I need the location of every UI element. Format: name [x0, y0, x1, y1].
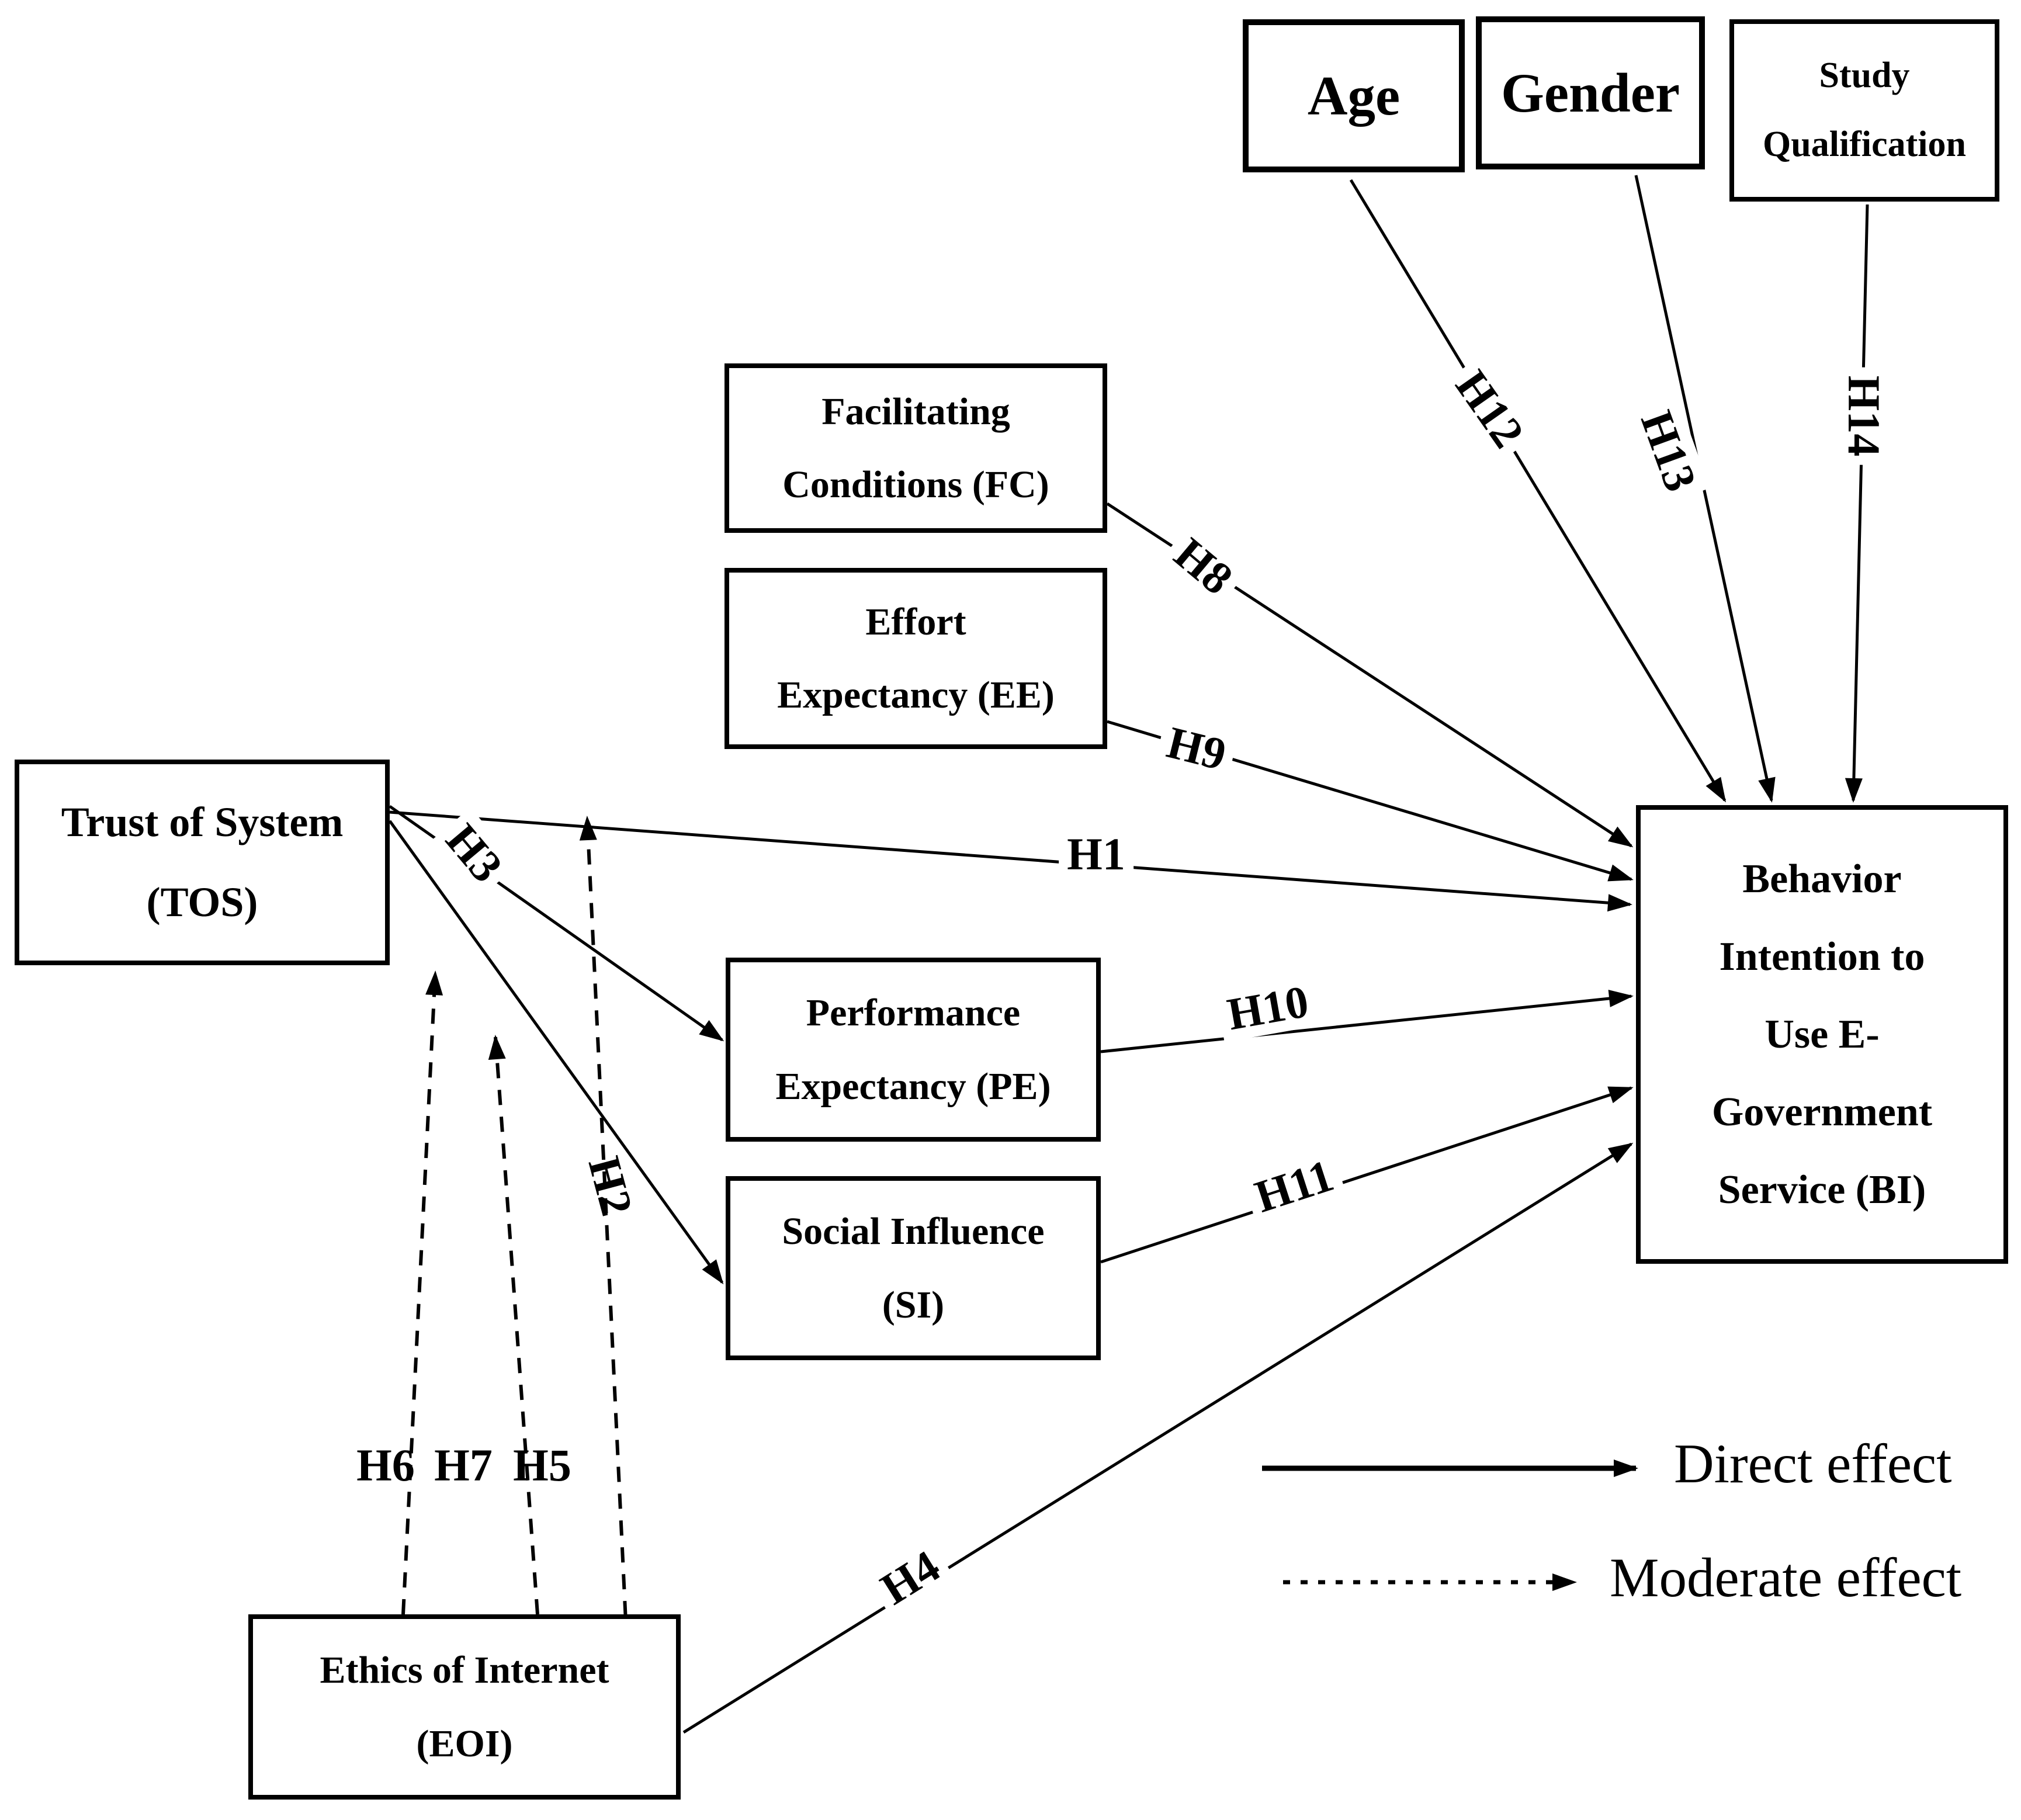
- h5-label: H5: [513, 1440, 571, 1490]
- ethics-of-internet-box: Ethics of Internet (EOI): [248, 1614, 681, 1800]
- eoi-label-line1: Ethics of Internet: [320, 1649, 609, 1692]
- fc-label-line2: Conditions (FC): [782, 463, 1049, 506]
- fc-label-line1: Facilitating: [821, 390, 1010, 433]
- tos-label-line2: (TOS): [146, 879, 258, 925]
- tos-label-line1: Trust of System: [61, 799, 344, 846]
- h5-arrow: [579, 816, 630, 1670]
- eoi-label-line2: (EOI): [416, 1722, 513, 1765]
- h14-label: H14: [1838, 367, 1890, 465]
- h1-arrow: [389, 810, 1632, 912]
- bi-label-line1: Behavior: [1742, 857, 1902, 902]
- age-box: Age: [1243, 19, 1465, 172]
- si-label-line2: (SI): [882, 1283, 945, 1326]
- h1-label: H1: [1059, 828, 1133, 880]
- study-qualification-box: Study Qualification: [1729, 19, 1999, 202]
- h10-arrow: [1100, 990, 1634, 1053]
- bi-label-line4: Government: [1711, 1090, 1933, 1135]
- age-label: Age: [1307, 64, 1401, 127]
- h7-arrow: [488, 1035, 539, 1615]
- si-label-line1: Social Influence: [782, 1210, 1045, 1253]
- h6-label: H6: [356, 1440, 415, 1490]
- study-label-line1: Study: [1819, 56, 1910, 96]
- pe-label-line2: Expectancy (PE): [775, 1065, 1051, 1108]
- performance-expectancy-box: Performance Expectancy (PE): [726, 958, 1101, 1142]
- effort-expectancy-box: Effort Expectancy (EE): [724, 568, 1107, 749]
- gender-label: Gender: [1500, 61, 1680, 124]
- h12-arrow: [1349, 179, 1727, 803]
- trust-of-system-box: Trust of System (TOS): [15, 760, 390, 965]
- bi-label-line5: Service (BI): [1718, 1167, 1926, 1212]
- bi-label-line3: Use E-: [1765, 1012, 1880, 1057]
- legend-moderate-label: Moderate effect: [1610, 1547, 1962, 1608]
- study-label-line2: Qualification: [1763, 124, 1966, 164]
- h6-arrow: [401, 970, 443, 1615]
- h7-label: H7: [434, 1440, 493, 1490]
- bi-label-line2: Intention to: [1719, 934, 1925, 979]
- h14-arrow: [1845, 204, 1869, 803]
- pe-label-line1: Performance: [806, 992, 1021, 1035]
- h11-arrow: [1100, 1086, 1634, 1264]
- facilitating-conditions-box: Facilitating Conditions (FC): [724, 363, 1107, 533]
- ee-label-line2: Expectancy (EE): [777, 674, 1055, 716]
- behavior-intention-box: Behavior Intention to Use E- Government …: [1636, 805, 2008, 1264]
- legend-direct-label: Direct effect: [1674, 1433, 1952, 1495]
- social-influence-box: Social Influence (SI): [726, 1176, 1101, 1360]
- h2-arrow: [388, 820, 724, 1285]
- h4-arrow: [682, 1142, 1634, 1734]
- gender-box: Gender: [1476, 16, 1705, 169]
- ee-label-line1: Effort: [865, 600, 966, 643]
